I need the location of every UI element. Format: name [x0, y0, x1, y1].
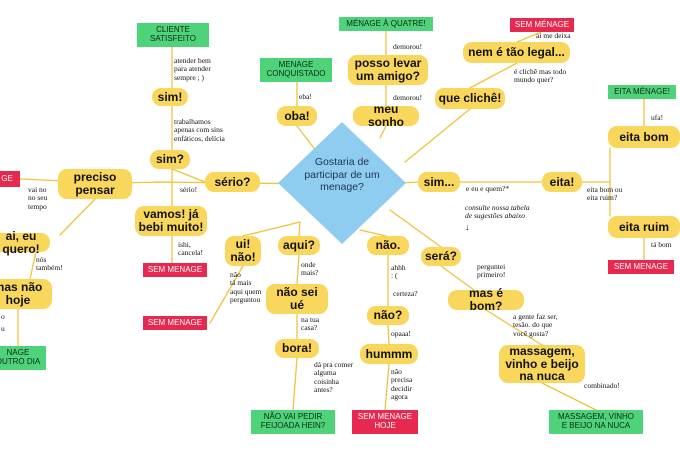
node-sera: será? — [421, 247, 461, 266]
node-sim-exclaim: sim! — [152, 88, 188, 106]
connector-line — [404, 108, 471, 163]
label-atender-bem: atender bem para atender sempre ; ) — [174, 56, 211, 82]
node-meu-sonho: meu sonho — [353, 103, 419, 128]
label-ishi-cancela: ishi, cancela! — [178, 240, 203, 258]
connector-line — [516, 31, 542, 43]
connector-line — [384, 363, 390, 411]
label-demorou-2: demorou! — [393, 93, 423, 102]
connector-line — [242, 221, 301, 237]
connector-line — [469, 62, 518, 89]
tag-menage-outro-dia: NAGE OUTRO DIA — [0, 346, 46, 370]
node-massagem: massagem, vinho e beijo na nuca — [499, 345, 585, 383]
label-consulte-tabela: consulte nossa tabela de sugestões abaix… — [465, 203, 530, 221]
node-vamos: vamos! já bebi muito! — [135, 206, 207, 236]
label-da-pra-comer: dá pra comer alguma coisinha antes? — [314, 360, 354, 395]
center-question-text: Gostaria de participar de um menage? — [304, 156, 380, 194]
node-nao-sei-ue: não sei ué — [266, 284, 328, 314]
tag-cliente-satisfeito: CLIENTE SATISFEITO — [137, 23, 209, 47]
tag-nao-vai-pedir-feijoada: NÃO VAI PEDIR FEIJOADA HEIN? — [251, 410, 335, 434]
label-perguntei-primeiro: perguntei primeiro! — [477, 262, 506, 280]
node-ai-eu-quero: ai, eu quero! — [0, 230, 50, 255]
label-na-tua-casa: na tua casa? — [301, 315, 320, 333]
tag-left-edge: GE — [0, 171, 20, 187]
node-eita-ruim: eita ruim — [608, 216, 680, 238]
connector-line — [209, 265, 244, 324]
arrow-down-icon: ↓ — [465, 222, 470, 232]
label-e-cliche: é clichê mas todo mundo quer? — [514, 67, 567, 85]
label-combinado: combinado! — [584, 381, 620, 390]
label-ahhh: ahhh : ( — [391, 263, 406, 281]
connector-line — [389, 209, 442, 248]
connector-line — [440, 265, 475, 291]
label-eita-bom-ou-ruim: eita bom ou eita ruim? — [587, 185, 623, 203]
node-eita-bom: eita bom — [608, 126, 680, 148]
label-opaaa: opaaa! — [391, 329, 411, 338]
node-nem-e-tao-legal: nem é tão legal... — [463, 42, 570, 63]
node-eita: eita! — [542, 172, 582, 192]
connector-line — [292, 357, 298, 411]
node-mas-e-bom: mas é bom? — [448, 287, 524, 312]
node-sim-dots: sim... — [418, 172, 460, 192]
label-e-eu-e-quem: e eu e quem?* — [466, 184, 510, 193]
connector-line — [59, 198, 96, 236]
node-preciso-pensar: preciso pensar — [58, 169, 132, 199]
label-serio: sério! — [180, 185, 198, 194]
label-demorou-1: demorou! — [393, 42, 423, 51]
tag-eita-menage: EITA MÉNAGE! — [608, 85, 676, 99]
node-ui-nao: ui! não! — [225, 236, 261, 266]
node-oba: oba! — [277, 106, 317, 126]
node-mas-nao-hoje: mas não hoje — [0, 279, 52, 309]
connector-line — [485, 309, 543, 346]
connector-line — [171, 168, 206, 183]
tag-sem-menage-hoje: SEM MENAGE HOJE — [352, 410, 418, 434]
node-aqui: aqui? — [278, 236, 320, 255]
label-ai-me-deixa: ai me deixa — [536, 31, 571, 40]
tag-menage-a-quatre: MÉNAGE À QUATRE! — [339, 17, 433, 31]
node-serio: sério? — [205, 172, 260, 192]
label-left-u: u — [1, 324, 5, 333]
connector-line — [359, 229, 387, 237]
label-certeza: certeza? — [393, 289, 418, 298]
node-nao-question: não? — [367, 306, 409, 325]
tag-sem-menage-top: SEM MÉNAGE — [510, 18, 574, 32]
label-vai-no-seu-tempo: vai no no seu tempo — [28, 185, 48, 211]
node-nao-period: não. — [367, 236, 409, 255]
connector-line — [298, 221, 301, 237]
node-que-cliche: que clichê! — [435, 88, 505, 109]
connector-line — [387, 324, 390, 345]
tag-sem-menage-mid: SEM MENAGE — [143, 263, 207, 277]
tag-menage-conquistado: MENAGE CONQUISTADO — [260, 58, 332, 82]
label-nos-tambem: nós também! — [36, 255, 63, 273]
node-bora: bora! — [275, 339, 319, 358]
node-hummm: hummm — [360, 344, 418, 364]
label-ta-bom: tá bom — [651, 240, 672, 249]
label-left-o: o — [1, 312, 5, 321]
label-nao-precisa-decidir: não precisa decidir agora — [391, 367, 413, 402]
connector-line — [29, 251, 37, 280]
node-sim-question: sim? — [150, 150, 190, 169]
center-diamond — [278, 122, 406, 244]
label-eba: eba! — [299, 92, 312, 101]
label-trabalhamos: trabalhamos apenas com sins enfáticos, d… — [174, 117, 225, 143]
tag-sem-menage-left: SEM MENAGE — [143, 316, 207, 330]
node-posso-levar-amigo: posso levar um amigo? — [348, 55, 428, 85]
connector-line — [541, 382, 597, 411]
tag-sem-menage-right: SEM MENAGE — [608, 260, 674, 274]
label-onde-mais: onde mais? — [301, 260, 319, 278]
connector-line — [296, 254, 300, 285]
label-ufa: ufa! — [651, 113, 664, 122]
connector-line — [379, 125, 387, 139]
tag-massagem-final: MASSAGEM, VINHO E BEIJO NA NUCA — [549, 410, 643, 434]
label-a-gente-faz: a gente faz ser, tesão. do que você gost… — [513, 312, 558, 338]
label-nao-ta-mais: não tá mais aqui quem perguntou — [230, 270, 262, 305]
center-question: Gostaria de participar de um menage? — [278, 122, 406, 244]
